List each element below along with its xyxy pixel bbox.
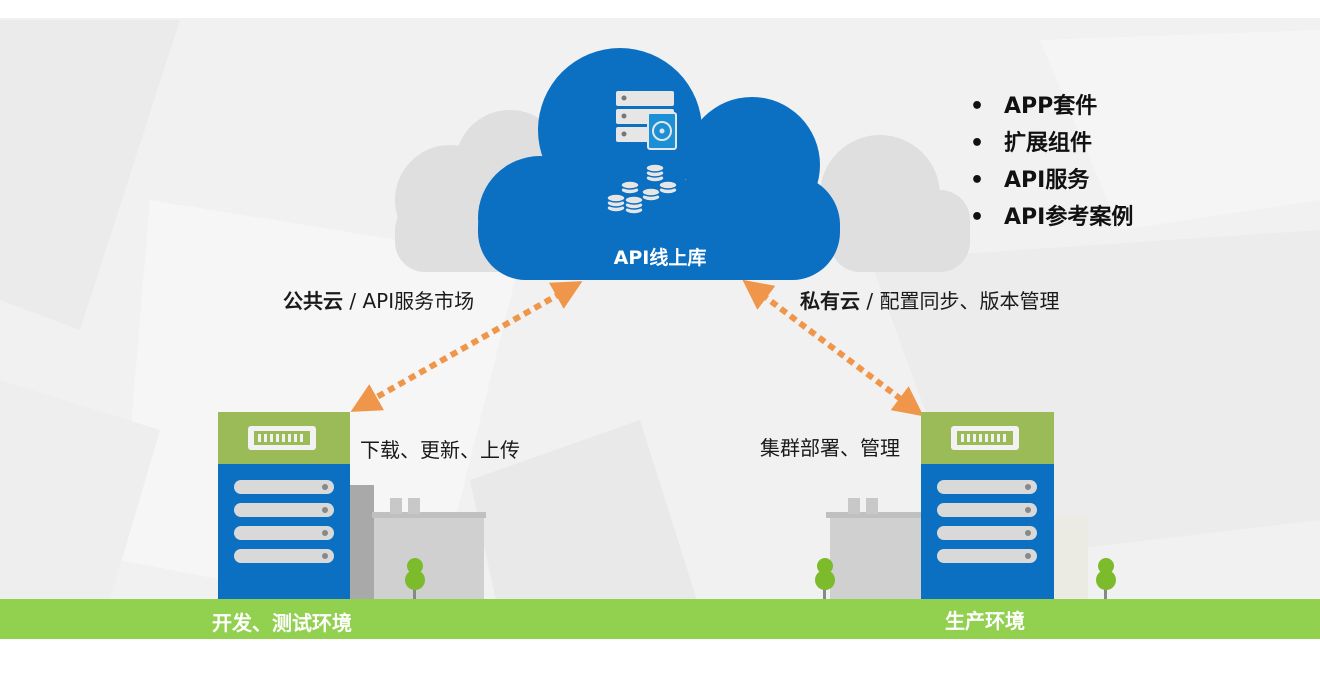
feature-label: API参考案例	[1004, 205, 1134, 230]
public-cloud-label: 公共云 / API服务市场	[283, 285, 474, 314]
private-cloud-strong: 私有云	[800, 289, 860, 313]
tree-right-2	[1096, 558, 1116, 602]
ground-strip	[0, 599, 1320, 639]
tree-right-1	[815, 558, 835, 602]
prod-server	[921, 412, 1054, 604]
feature-item: •API服务	[970, 168, 1090, 193]
dev-server	[218, 412, 350, 604]
feature-label: APP套件	[1004, 94, 1098, 119]
left-buildings	[350, 485, 486, 600]
prod-env-label: 生产环境	[945, 609, 1025, 633]
dev-env-label: 开发、测试环境	[212, 611, 352, 635]
feature-item: •APP套件	[970, 94, 1098, 119]
feature-list: •APP套件 •扩展组件 •API服务 •API参考案例	[970, 88, 1133, 236]
public-cloud-rest: / API服务市场	[343, 289, 475, 313]
right-action-label: 集群部署、管理	[760, 436, 900, 460]
arrow-private-cloud	[742, 279, 924, 417]
private-cloud-label: 私有云 / 配置同步、版本管理	[800, 285, 1059, 314]
feature-item: •扩展组件	[970, 131, 1093, 156]
left-action-label: 下载、更新、上传	[360, 438, 520, 462]
tree-left	[405, 558, 425, 602]
feature-label: API服务	[1004, 168, 1090, 193]
cloud-title: API线上库	[613, 247, 707, 269]
database-icon	[606, 163, 678, 215]
arrow-public-cloud	[350, 281, 583, 412]
server-stack-icon	[616, 91, 677, 150]
private-cloud-rest: / 配置同步、版本管理	[860, 289, 1060, 313]
right-buildings	[826, 498, 1088, 600]
feature-label: 扩展组件	[1004, 131, 1093, 156]
feature-item: •API参考案例	[970, 205, 1134, 230]
public-cloud-strong: 公共云	[283, 289, 343, 313]
